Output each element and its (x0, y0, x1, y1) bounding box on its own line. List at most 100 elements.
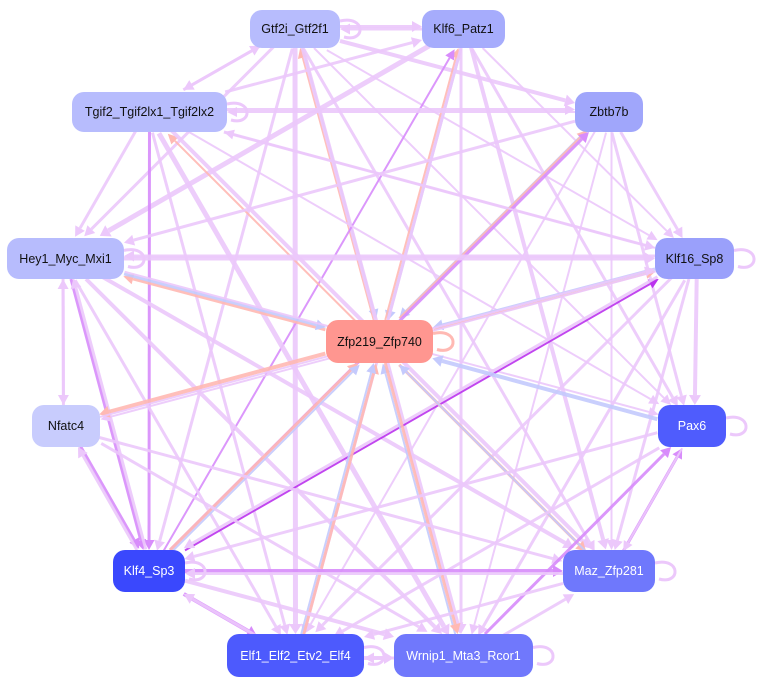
arrowhead-icon (416, 622, 428, 632)
node-maz[interactable]: Maz_Zfp281 (563, 550, 655, 592)
edge-klf4-to-zfp219 (171, 371, 354, 553)
arrowhead-icon (562, 594, 575, 604)
arrowhead-icon (646, 230, 658, 241)
arrowhead-icon (645, 252, 655, 265)
edge-klf4-to-zfp219 (169, 368, 352, 552)
edge-wrnip1-to-maz (501, 597, 567, 638)
node-label: Hey1_Myc_Mxi1 (19, 251, 112, 266)
arrowhead-icon (315, 621, 327, 633)
arrowhead-icon (565, 104, 575, 115)
arrowhead-icon (469, 623, 480, 635)
edge-klf4-to-nfatc4 (81, 454, 139, 551)
edge-tgif2-to-hey1 (78, 130, 138, 229)
arrowhead-icon (185, 568, 195, 579)
node-elf1[interactable]: Elf1_Elf2_Etv2_Elf4 (227, 634, 364, 677)
self-loop-tgif2 (226, 101, 249, 123)
node-klf6[interactable]: Klf6_Patz1 (422, 10, 505, 48)
arrowhead-icon (143, 539, 155, 550)
edge-nfatc4-to-klf4 (78, 445, 136, 541)
arrowhead-icon (279, 623, 291, 635)
edge-hey1-to-zfp219 (123, 272, 317, 327)
edge-tgif2-to-wrnip1 (156, 131, 447, 628)
edge-gtf2i-to-klf16 (326, 49, 650, 237)
node-label: Zfp219_Zfp740 (337, 334, 422, 349)
edge-wrnip1-to-pax6 (483, 453, 666, 636)
arrowhead-icon (99, 225, 112, 237)
node-label: Maz_Zfp281 (574, 564, 644, 578)
edge-klf4-to-klf16 (184, 283, 651, 552)
arrowhead-icon (445, 49, 455, 61)
arrowhead-icon (672, 226, 683, 238)
node-label: Nfatc4 (47, 419, 85, 433)
arrowhead-icon (660, 394, 671, 405)
edge-zfp219-to-gtf2i (301, 57, 375, 321)
edge-hey1-to-elf1 (73, 279, 278, 628)
arrowhead-icon (584, 539, 595, 552)
node-label: Elf1_Elf2_Etv2_Elf4 (240, 648, 351, 663)
edge-nfatc4-to-wrnip1 (100, 442, 420, 629)
node-label: Wrnip1_Mta3_Rcor1 (406, 648, 521, 663)
node-tgif2[interactable]: Tgif2_Tgif2lx1_Tgif2lx2 (72, 92, 227, 132)
arrowhead-icon (478, 623, 488, 636)
arrowhead-icon (663, 227, 674, 238)
edge-klf16-to-maz (615, 278, 691, 541)
node-nfatc4[interactable]: Nfatc4 (32, 405, 100, 447)
node-label: Klf6_Patz1 (433, 22, 494, 36)
arrowhead-icon (223, 129, 235, 140)
arrowhead-icon (75, 225, 85, 237)
arrowhead-icon (553, 565, 563, 577)
arrowhead-icon (577, 132, 589, 143)
arrowhead-icon (183, 538, 196, 549)
edge-zbtb7b-to-klf16 (619, 131, 679, 231)
arrowhead-icon (333, 626, 346, 637)
edge-maz-to-elf1 (373, 581, 564, 636)
self-loop-wrnip1 (532, 645, 555, 666)
node-klf4[interactable]: Klf4_Sp3 (113, 550, 185, 592)
edge-elf1-to-zfp219 (300, 372, 373, 635)
edge-tgif2-to-klf6 (224, 41, 413, 94)
edge-tgif2-to-pax6 (184, 128, 652, 401)
edge-klf16-to-elf1 (321, 276, 674, 627)
edge-elf1-to-zfp219 (302, 372, 376, 636)
node-zbtb7b[interactable]: Zbtb7b (575, 92, 643, 132)
arrowhead-icon (364, 652, 374, 664)
node-zfp219[interactable]: Zfp219_Zfp740 (326, 320, 433, 363)
edge-pax6-to-zfp219 (441, 359, 658, 422)
edge-klf6-to-klf16 (481, 47, 668, 232)
edge-klf16-to-tgif2 (233, 133, 656, 249)
edge-tgif2-to-elf1 (151, 132, 287, 626)
edge-tgif2-to-gtf2i (182, 49, 253, 92)
arrowhead-icon (551, 553, 563, 564)
arrowhead-icon (623, 540, 633, 552)
edge-klf4-to-hey1 (74, 287, 148, 550)
edge-klf6-to-hey1 (107, 43, 431, 234)
arrowhead-icon (57, 279, 69, 290)
arrowhead-icon (449, 622, 461, 634)
edge-elf1-to-klf4 (191, 597, 258, 638)
edge-zbtb7b-to-hey1 (133, 119, 576, 242)
self-loop-elf1 (363, 645, 386, 666)
arrowhead-icon (124, 250, 134, 262)
node-klf16[interactable]: Klf16_Sp8 (655, 238, 734, 279)
edge-klf4-to-wrnip1 (184, 578, 385, 637)
arrowhead-icon (597, 538, 609, 550)
edge-klf16-to-klf4 (191, 275, 659, 545)
arrowhead-icon (432, 355, 444, 367)
arrowhead-icon (271, 623, 281, 636)
node-gtf2i[interactable]: Gtf2i_Gtf2f1 (250, 10, 340, 48)
node-pax6[interactable]: Pax6 (658, 405, 726, 447)
arrowhead-icon (612, 538, 623, 550)
arrowhead-icon (124, 234, 136, 246)
node-label: Klf4_Sp3 (123, 564, 175, 578)
edge-hey1-to-maz (101, 275, 567, 545)
node-hey1[interactable]: Hey1_Myc_Mxi1 (7, 238, 124, 279)
arrowhead-icon (364, 629, 376, 640)
arrowhead-icon (660, 447, 672, 458)
node-label: Tgif2_Tgif2lx1_Tgif2lx2 (84, 105, 215, 119)
self-loop-klf4 (184, 560, 207, 582)
arrowhead-icon (349, 364, 360, 376)
node-wrnip1[interactable]: Wrnip1_Mta3_Rcor1 (394, 634, 533, 677)
self-loop-hey1 (123, 248, 146, 269)
